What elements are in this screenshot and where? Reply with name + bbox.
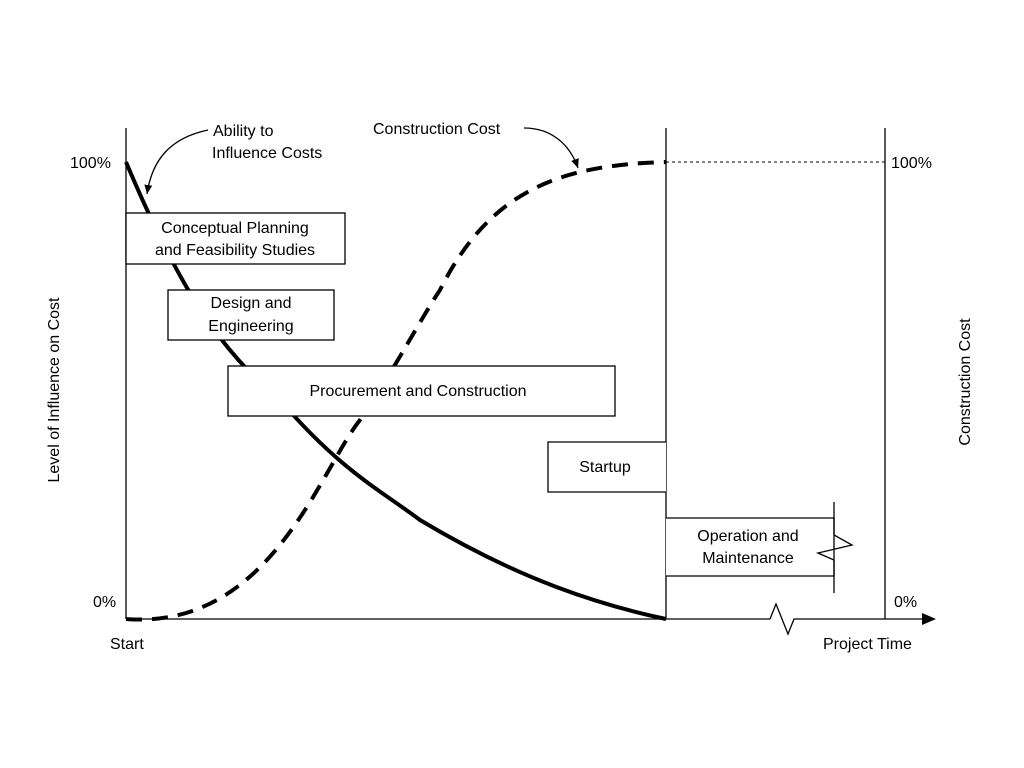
planning-label-line2: and Feasibility Studies [155, 242, 315, 259]
operation-label-line2: Maintenance [702, 550, 794, 567]
time-axis-arrowhead [922, 613, 936, 625]
design-label-line2: Engineering [208, 318, 293, 335]
startup-box [547, 441, 666, 493]
design-label-line1: Design and [211, 295, 292, 312]
procurement-label: Procurement and Construction [310, 383, 527, 400]
construction-cost-callout-arrow [523, 127, 579, 169]
left-axis-title: Level of Influence on Cost [46, 297, 63, 483]
time-axis-line [126, 602, 922, 636]
design-box [167, 289, 335, 341]
left-axis-0-label: 0% [93, 594, 116, 611]
right-axis-title: Construction Cost [957, 318, 974, 446]
ability-callout-line2: Influence Costs [212, 145, 322, 162]
operation-box [666, 517, 854, 577]
right-axis-0-label: 0% [894, 594, 917, 611]
construction-cost-curve [125, 160, 667, 622]
left-axis-100-label: 100% [70, 155, 111, 172]
operation-label-line1: Operation and [697, 528, 798, 545]
ability-callout-arrow [144, 129, 209, 195]
construction-cost-callout: Construction Cost [373, 121, 501, 138]
procurement-box [227, 365, 616, 417]
planning-label-line1: Conceptual Planning [161, 220, 309, 237]
right-axis-100-label: 100% [891, 155, 932, 172]
x-axis-end-label: Project Time [823, 636, 912, 653]
planning-box [125, 212, 346, 265]
x-axis-start-label: Start [110, 636, 144, 653]
ability-callout-line1: Ability to [213, 123, 274, 140]
startup-label: Startup [579, 459, 631, 476]
